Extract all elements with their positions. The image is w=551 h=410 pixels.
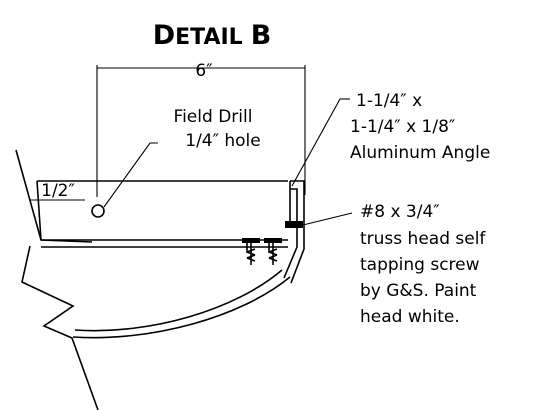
horizontal-screw bbox=[285, 212, 353, 228]
screw-callout: #8 x 3/4″ truss head self tapping screw … bbox=[360, 202, 486, 327]
dim-half-label: 1/2″ bbox=[41, 181, 75, 201]
drill-hole-icon bbox=[91, 204, 105, 218]
dimension-6-inch: 6″ bbox=[96, 61, 306, 197]
title-first-letter: D bbox=[153, 20, 175, 51]
slab-left-face bbox=[36, 180, 42, 241]
screw-line-5: head white. bbox=[360, 307, 460, 327]
screw-leader bbox=[302, 212, 353, 226]
angle-line-3: Aluminum Angle bbox=[350, 143, 490, 163]
dim-6-label: 6″ bbox=[195, 61, 212, 81]
title-suffix: B bbox=[251, 20, 272, 51]
field-drill-line-1: Field Drill bbox=[174, 107, 253, 127]
screw-line-2: truss head self bbox=[360, 229, 486, 249]
screw-line-4: by G&S. Paint bbox=[360, 281, 477, 301]
field-drill-callout: Field Drill 1/4″ hole bbox=[91, 107, 261, 218]
aluminum-angle bbox=[283, 98, 350, 284]
dimension-half-inch: 1/2″ bbox=[30, 181, 85, 201]
screw-icon bbox=[285, 221, 303, 228]
outer-curve bbox=[72, 276, 291, 339]
screw-line-1: #8 x 3/4″ bbox=[360, 202, 440, 222]
curved-base bbox=[21, 245, 291, 410]
bolts bbox=[242, 238, 282, 265]
angle-outer bbox=[290, 180, 305, 284]
bolt-icon bbox=[242, 238, 260, 265]
screw-line-3: tapping screw bbox=[360, 255, 480, 275]
bolt-icon bbox=[264, 238, 282, 265]
angle-leader bbox=[291, 98, 341, 187]
field-drill-leader bbox=[103, 142, 158, 208]
inner-curve bbox=[74, 269, 283, 332]
break-line bbox=[21, 245, 99, 410]
angle-line-1: 1-1/4″ x bbox=[356, 91, 422, 111]
title-rest: ETAIL bbox=[175, 25, 243, 50]
detail-title: DETAIL B bbox=[153, 20, 272, 51]
angle-callout: 1-1/4″ x 1-1/4″ x 1/8″ Aluminum Angle bbox=[350, 91, 490, 163]
angle-inner bbox=[283, 188, 298, 279]
field-drill-line-2: 1/4″ hole bbox=[185, 131, 260, 151]
angle-line-2: 1-1/4″ x 1/8″ bbox=[350, 117, 455, 137]
